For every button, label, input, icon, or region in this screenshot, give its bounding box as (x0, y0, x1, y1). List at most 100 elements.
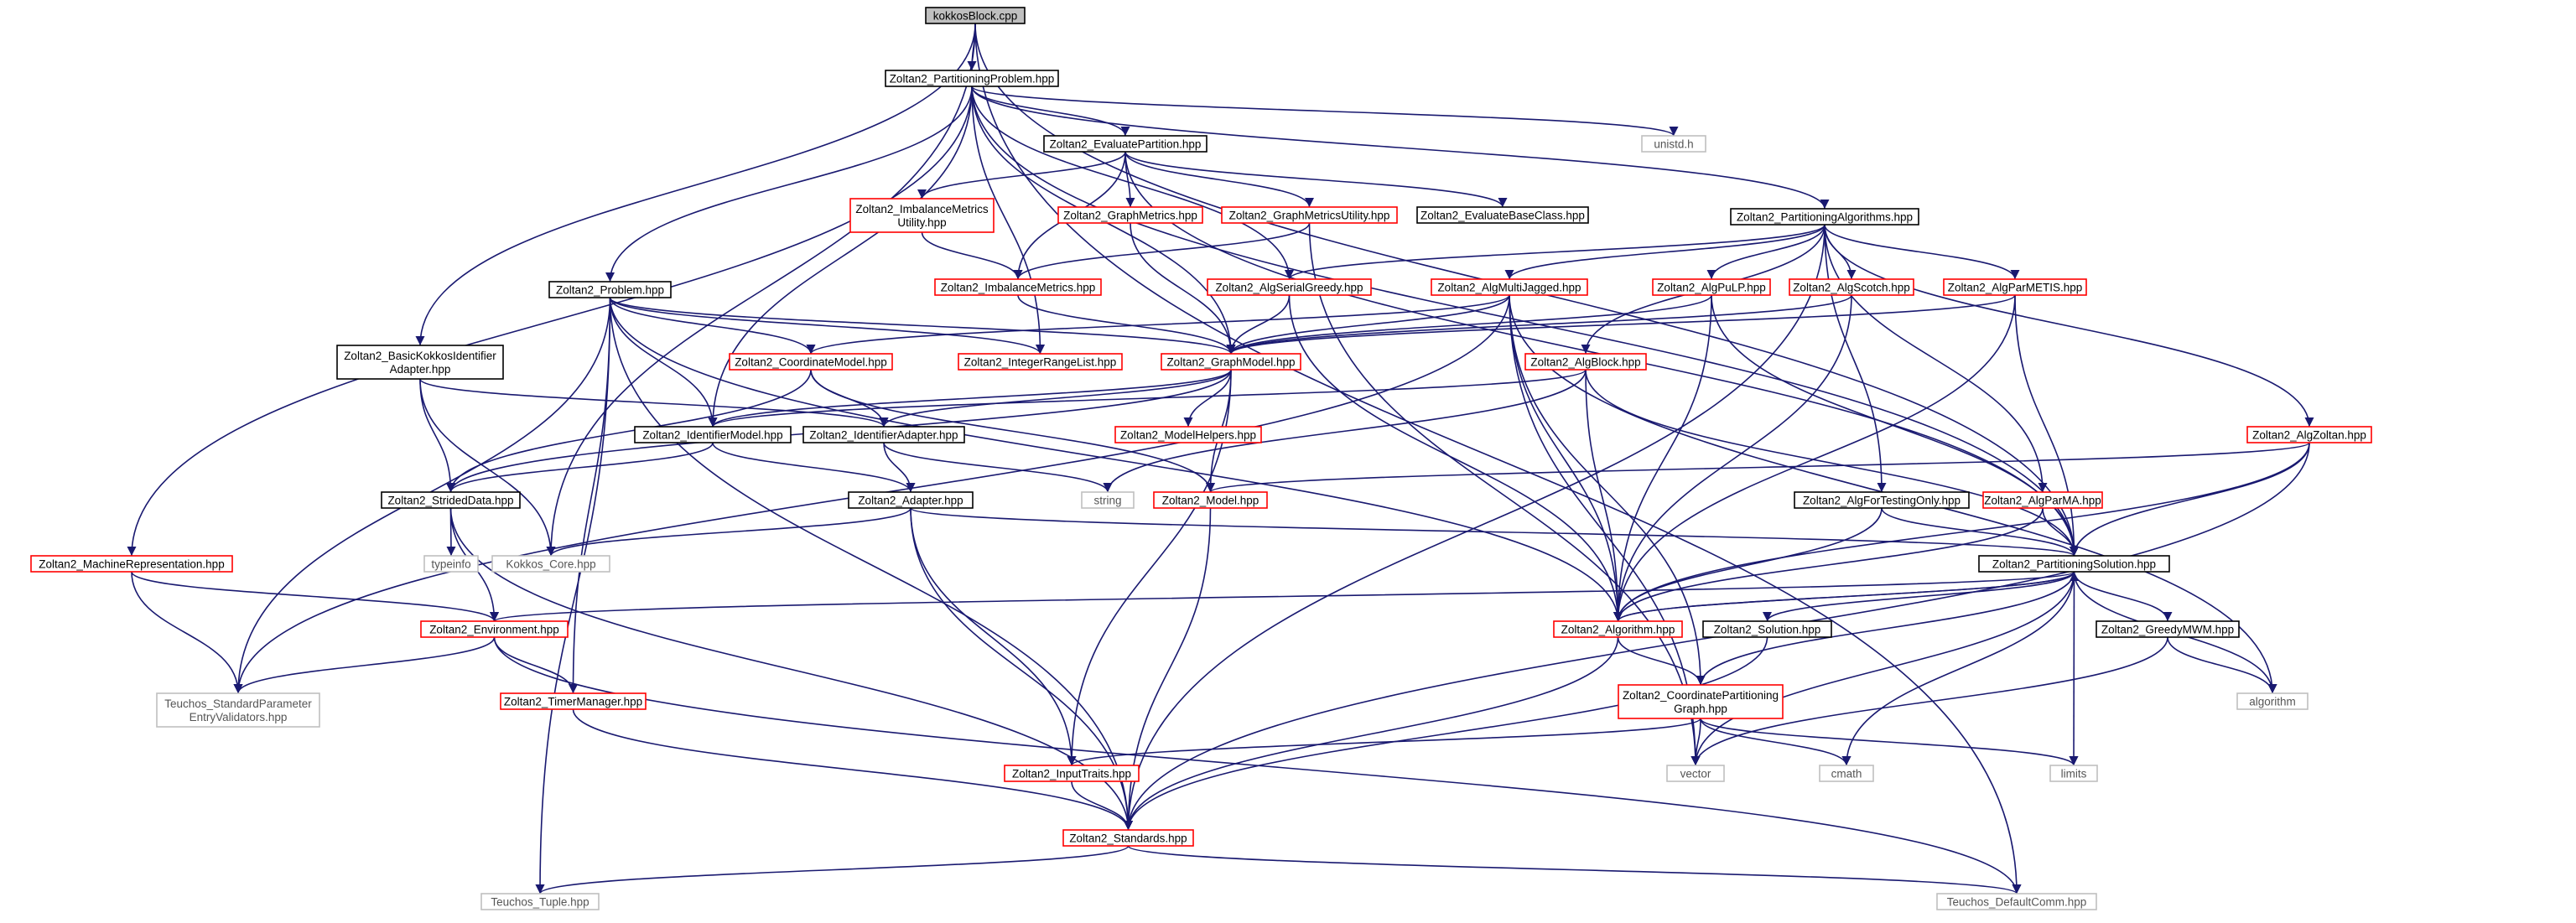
node-evaluate-partition[interactable]: Zoltan2_EvaluatePartition.hpp (1043, 135, 1208, 153)
node-label: Zoltan2_InputTraits.hpp (1012, 768, 1131, 780)
dependency-edge-adapter-to-kokkos_core (546, 507, 911, 557)
node-strided-data[interactable]: Zoltan2_StridedData.hpp (381, 491, 521, 509)
dependency-edge-graph_model-to-model_helpers (1183, 369, 1232, 428)
dependency-edge-problem-to-algorithm_hpp (609, 297, 1623, 622)
dependency-edge-alg_parma-to-partitioning_solution (2042, 507, 2080, 557)
dependency-edge-machine_representation-to-teuchos_spev (131, 571, 243, 694)
dependency-edge-identifier_model-to-adapter (712, 442, 916, 493)
node-label: algorithm (2249, 696, 2296, 708)
node-alg-multijagged[interactable]: Zoltan2_AlgMultiJagged.hpp (1431, 278, 1588, 296)
node-box (849, 198, 995, 233)
node-graph-metrics-utility[interactable]: Zoltan2_GraphMetricsUtility.hpp (1221, 206, 1398, 224)
node-identifier-model[interactable]: Zoltan2_IdentifierModel.hpp (634, 426, 792, 443)
node-unistd[interactable]: unistd.h (1641, 135, 1706, 153)
node-algorithm-std[interactable]: algorithm (2236, 692, 2309, 710)
node-adapter[interactable]: Zoltan2_Adapter.hpp (848, 491, 974, 509)
node-label: string (1093, 495, 1121, 507)
node-label: Kokkos_Core.hpp (506, 558, 595, 571)
node-alg-for-testing-only[interactable]: Zoltan2_AlgForTestingOnly.hpp (1794, 491, 1970, 509)
node-timer-manager[interactable]: Zoltan2_TimerManager.hpp (500, 692, 647, 710)
dependency-edge-coordinate_partitioning_graph-to-vector (1690, 718, 1701, 766)
node-label: Teuchos_DefaultComm.hpp (1947, 896, 2087, 909)
node-label: unistd.h (1654, 138, 1693, 151)
node-teuchos-tuple[interactable]: Teuchos_Tuple.hpp (480, 893, 600, 910)
node-box (1641, 135, 1706, 153)
node-greedy-mwm[interactable]: Zoltan2_GreedyMWM.hpp (2096, 620, 2240, 638)
node-label: Teuchos_Tuple.hpp (491, 896, 589, 909)
dependency-edge-alg_pulp-to-graph_model (1226, 294, 1712, 355)
node-solution[interactable]: Zoltan2_Solution.hpp (1702, 620, 1832, 638)
node-box (1978, 555, 2170, 573)
node-cmath[interactable]: cmath (1819, 765, 1874, 782)
dependency-edge-problem-to-integer_range_list (609, 297, 1045, 355)
node-box (491, 555, 610, 573)
node-graph-metrics[interactable]: Zoltan2_GraphMetrics.hpp (1057, 206, 1203, 224)
node-label: Zoltan2_AlgForTestingOnly.hpp (1803, 495, 1961, 507)
dependency-edge-greedy_mwm-to-vector (1690, 636, 2168, 766)
node-limits[interactable]: limits (2049, 765, 2098, 782)
node-coordinate-model[interactable]: Zoltan2_CoordinateModel.hpp (729, 353, 893, 371)
node-box (958, 353, 1123, 371)
node-box (2049, 765, 2098, 782)
node-box (1666, 765, 1725, 782)
node-kokkos-block[interactable]: kokkosBlock.cpp (925, 7, 1026, 24)
node-algorithm-hpp[interactable]: Zoltan2_Algorithm.hpp (1553, 620, 1683, 638)
node-label: vector (1680, 768, 1711, 780)
node-string[interactable]: string (1081, 491, 1135, 509)
node-typeinfo[interactable]: typeinfo (423, 555, 479, 573)
dependency-edge-alg_block-to-algorithm_hpp (1585, 369, 1623, 622)
dependency-edge-environment-to-teuchos_spev (233, 636, 496, 694)
dependency-edge-algorithm_hpp-to-coordinate_partitioning_graph (1617, 636, 1706, 686)
node-alg-zoltan[interactable]: Zoltan2_AlgZoltan.hpp (2246, 426, 2372, 443)
node-vector[interactable]: vector (1666, 765, 1725, 782)
node-identifier-adapter[interactable]: Zoltan2_IdentifierAdapter.hpp (802, 426, 965, 443)
node-label: Zoltan2_GraphMetrics.hpp (1063, 210, 1197, 222)
node-box (1789, 278, 1914, 296)
node-alg-serial-greedy[interactable]: Zoltan2_AlgSerialGreedy.hpp (1207, 278, 1372, 296)
node-label: Zoltan2_IntegerRangeList.hpp (964, 356, 1117, 369)
node-environment[interactable]: Zoltan2_Environment.hpp (420, 620, 569, 638)
node-graph-model[interactable]: Zoltan2_GraphModel.hpp (1161, 353, 1301, 371)
node-partitioning-solution[interactable]: Zoltan2_PartitioningSolution.hpp (1978, 555, 2170, 573)
node-alg-pulp[interactable]: Zoltan2_AlgPuLP.hpp (1652, 278, 1771, 296)
node-label: Zoltan2_AlgZoltan.hpp (2252, 429, 2366, 442)
dependency-edge-graph_model-to-identifier_adapter (879, 369, 1232, 428)
node-teuchos-default-comm[interactable]: Teuchos_DefaultComm.hpp (1936, 893, 2097, 910)
dependency-edge-alg_parmetis-to-algorithm_hpp (1613, 294, 2016, 622)
node-problem[interactable]: Zoltan2_Problem.hpp (548, 281, 672, 298)
node-model-helpers[interactable]: Zoltan2_ModelHelpers.hpp (1114, 426, 1262, 443)
node-box (1114, 426, 1262, 443)
node-box (925, 7, 1026, 24)
dependency-edge-alg_multijagged-to-coordinate_model (806, 294, 1510, 355)
node-machine-representation[interactable]: Zoltan2_MachineRepresentation.hpp (30, 555, 233, 573)
dependency-edge-partitioning_problem-to-partitioning_algorithms (971, 86, 1830, 210)
node-input-traits[interactable]: Zoltan2_InputTraits.hpp (1004, 765, 1140, 782)
node-kokkos-core[interactable]: Kokkos_Core.hpp (491, 555, 610, 573)
node-label: Zoltan2_GraphMetricsUtility.hpp (1229, 210, 1390, 222)
node-imbalance-metrics[interactable]: Zoltan2_ImbalanceMetrics.hpp (934, 278, 1102, 296)
node-model[interactable]: Zoltan2_Model.hpp (1153, 491, 1268, 509)
node-standards[interactable]: Zoltan2_Standards.hpp (1062, 829, 1194, 847)
dependency-edge-basic_kokkos_identifier_adapter-to-kokkos_core (419, 378, 556, 557)
node-integer-range-list[interactable]: Zoltan2_IntegerRangeList.hpp (958, 353, 1123, 371)
node-alg-parmetis[interactable]: Zoltan2_AlgParMETIS.hpp (1943, 278, 2087, 296)
dependency-edge-machine_representation-to-environment (131, 571, 499, 622)
node-partitioning-algorithms[interactable]: Zoltan2_PartitioningAlgorithms.hpp (1730, 208, 1919, 226)
node-box (1221, 206, 1398, 224)
node-alg-block[interactable]: Zoltan2_AlgBlock.hpp (1524, 353, 1647, 371)
node-teuchos-spev[interactable]: Teuchos_StandardParameterEntryValidators… (156, 692, 320, 728)
dependency-edge-solution-to-standards (1123, 636, 1768, 831)
node-alg-scotch[interactable]: Zoltan2_AlgScotch.hpp (1789, 278, 1914, 296)
node-partitioning-problem[interactable]: Zoltan2_PartitioningProblem.hpp (885, 70, 1059, 87)
node-box (1161, 353, 1301, 371)
node-evaluate-base-class[interactable]: Zoltan2_EvaluateBaseClass.hpp (1416, 206, 1589, 224)
dependency-edge-greedy_mwm-to-algorithm_std (2167, 636, 2277, 694)
node-alg-parma[interactable]: Zoltan2_AlgParMA.hpp (1982, 491, 2103, 509)
dependency-edge-alg_parmetis-to-graph_model (1226, 294, 2016, 355)
dependency-edge-algorithm_hpp-to-partitioning_solution (1617, 571, 2079, 622)
node-label: Zoltan2_PartitioningSolution.hpp (1992, 558, 2156, 571)
dependency-edge-coordinate_partitioning_graph-to-limits (1700, 718, 2079, 766)
